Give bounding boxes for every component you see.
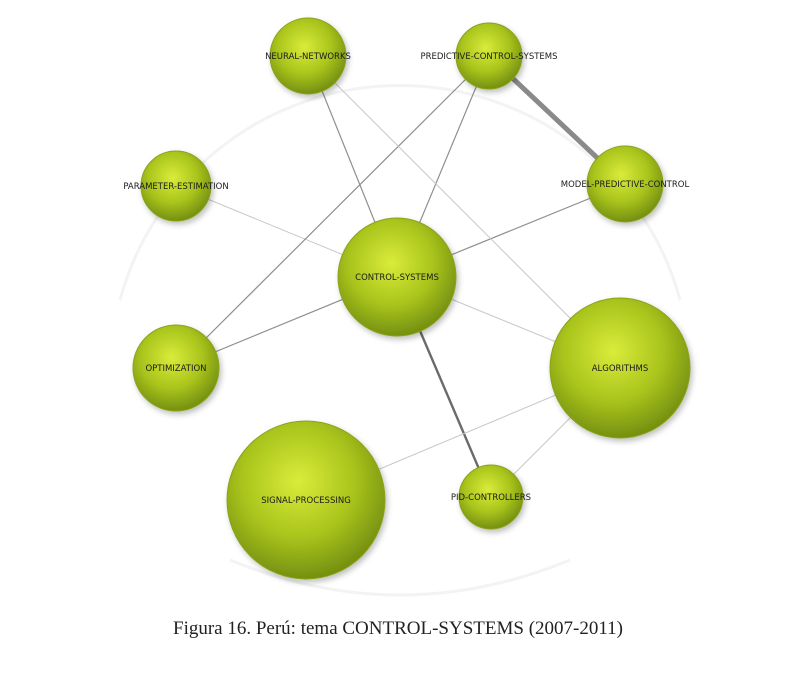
node-control-systems: CONTROL-SYSTEMS (337, 217, 457, 337)
edge-neural-networks-algorithms (307, 55, 621, 369)
node-signal-processing: SIGNAL-PROCESSING (226, 420, 386, 580)
node-circle (269, 17, 347, 95)
node-circle (226, 420, 386, 580)
node-circle (337, 217, 457, 337)
node-predictive-control-systems: PREDICTIVE-CONTROL-SYSTEMS (420, 22, 558, 90)
node-optimization: OPTIMIZATION (132, 324, 220, 412)
node-label: MODEL-PREDICTIVE-CONTROL (561, 180, 690, 190)
node-label: NEURAL-NETWORKS (265, 52, 351, 62)
node-circle (586, 145, 664, 223)
figure-caption: Figura 16. Perú: tema CONTROL-SYSTEMS (2… (173, 618, 623, 639)
node-model-predictive-control: MODEL-PREDICTIVE-CONTROL (561, 145, 690, 223)
node-label: PREDICTIVE-CONTROL-SYSTEMS (420, 52, 557, 62)
node-neural-networks: NEURAL-NETWORKS (265, 17, 351, 95)
node-circle (455, 22, 523, 90)
node-label: SIGNAL-PROCESSING (261, 496, 351, 506)
node-label: PID-CONTROLLERS (451, 493, 531, 503)
node-label: ALGORITHMS (592, 364, 649, 374)
node-circle (458, 464, 524, 530)
nodes-layer: NEURAL-NETWORKS PREDICTIVE-CONTROL-SYSTEM… (123, 17, 691, 580)
edge-optimization-predictive-control-systems (175, 55, 490, 369)
node-circle (132, 324, 220, 412)
node-circle (140, 150, 212, 222)
node-label: CONTROL-SYSTEMS (355, 273, 439, 283)
node-parameter-estimation: PARAMETER-ESTIMATION (123, 150, 229, 222)
node-label: PARAMETER-ESTIMATION (123, 182, 228, 192)
node-circle (549, 297, 691, 439)
node-algorithms: ALGORITHMS (549, 297, 691, 439)
node-label: OPTIMIZATION (145, 364, 206, 374)
node-pid-controllers: PID-CONTROLLERS (451, 464, 531, 530)
